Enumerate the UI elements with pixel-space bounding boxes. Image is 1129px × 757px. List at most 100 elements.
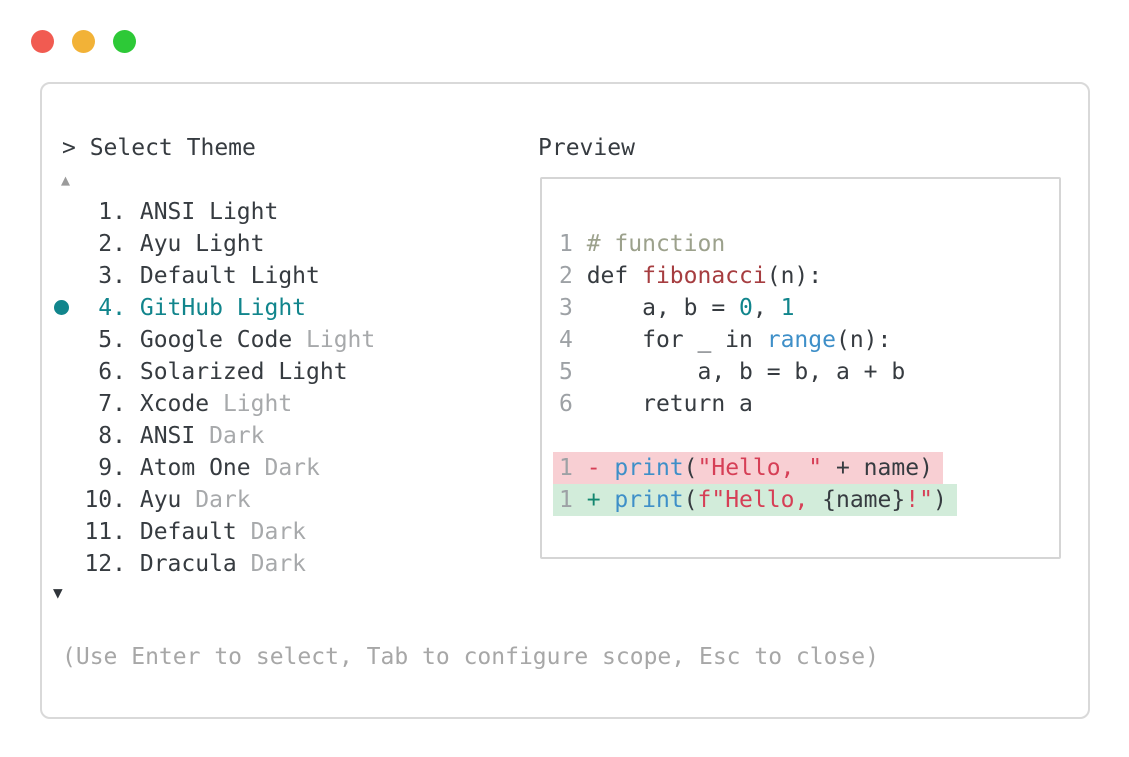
code-token: # function [586, 231, 726, 257]
line-number: 1 [559, 455, 587, 481]
code-token: !" [905, 487, 933, 513]
theme-option-5[interactable]: 5. Google Code Light [62, 324, 375, 356]
theme-option-11[interactable]: 11. Default Dark [62, 516, 375, 548]
code-token: fibonacci [642, 263, 767, 289]
theme-number: 10. [84, 487, 126, 513]
code-token: {name} [822, 487, 906, 513]
code-token: + name) [822, 455, 933, 481]
theme-name: ANSI [126, 423, 210, 449]
preview-title: Preview [538, 135, 635, 161]
theme-number: 5. [98, 327, 126, 353]
code-token: for _ in [586, 327, 767, 353]
theme-name: Dracula [126, 551, 251, 577]
theme-number: 12. [84, 551, 126, 577]
diff-highlight-added: 1 + print(f"Hello, {name}!") [553, 484, 957, 516]
scroll-up-indicator-icon[interactable]: ▲ [61, 171, 71, 189]
close-button[interactable] [31, 30, 54, 53]
theme-option-3[interactable]: 3. Default Light [62, 260, 375, 292]
diff-highlight-removed: 1 - print("Hello, " + name) [553, 452, 943, 484]
theme-variant: Light [222, 391, 293, 417]
code-token: a, b = b, a + b [586, 359, 906, 385]
theme-variant: Dark [195, 487, 251, 513]
theme-name: Solarized [126, 359, 279, 385]
line-number: 4 [559, 327, 587, 353]
code-token: ( [683, 487, 698, 513]
code-token: + [586, 487, 615, 513]
code-token: 1 [780, 295, 795, 321]
code-token: a, b = [586, 295, 740, 321]
theme-variant: Dark [250, 551, 307, 577]
theme-option-1[interactable]: 1. ANSI Light [62, 196, 375, 228]
theme-option-4[interactable]: 4. GitHub Light [54, 292, 375, 324]
theme-name: Default [126, 519, 251, 545]
theme-name: GitHub [126, 295, 237, 321]
theme-variant: Light [306, 327, 376, 353]
theme-variant: Light [236, 295, 307, 321]
line-number: 1 [559, 231, 587, 257]
theme-variant: Light [278, 359, 348, 385]
theme-option-12[interactable]: 12. Dracula Dark [62, 548, 375, 580]
code-token: 0 [739, 295, 753, 321]
theme-name: Default [126, 263, 251, 289]
theme-number: 2. [98, 231, 126, 257]
diff-preview: 1 - print("Hello, " + name)1 + print(f"H… [553, 452, 957, 516]
theme-option-8[interactable]: 8. ANSI Dark [62, 420, 375, 452]
theme-option-9[interactable]: 9. Atom One Dark [62, 452, 375, 484]
code-line: 2 def fibonacci(n): [559, 260, 957, 292]
theme-option-2[interactable]: 2. Ayu Light [62, 228, 375, 260]
minimize-button[interactable] [72, 30, 95, 53]
code-token: def [586, 263, 643, 289]
code-line: 5 a, b = b, a + b [559, 356, 957, 388]
theme-name: Atom One [126, 455, 265, 481]
code-line: 4 for _ in range(n): [559, 324, 957, 356]
code-line: 1 # function [559, 228, 957, 260]
theme-variant: Dark [250, 519, 307, 545]
theme-name: Ayu [126, 231, 196, 257]
theme-variant: Dark [264, 455, 320, 481]
theme-number: 7. [98, 391, 126, 417]
scroll-down-indicator-icon[interactable]: ▼ [53, 583, 63, 602]
code-token: "Hello, " [697, 455, 823, 481]
code-token: , [752, 295, 781, 321]
zoom-button[interactable] [113, 30, 136, 53]
theme-number: 9. [98, 455, 126, 481]
line-number: 3 [559, 295, 587, 321]
code-token: ) [932, 487, 947, 513]
code-line: 6 return a [559, 388, 957, 420]
theme-option-10[interactable]: 10. Ayu Dark [62, 484, 375, 516]
theme-name: Ayu [126, 487, 196, 513]
diff-line-added: 1 + print(f"Hello, {name}!") [553, 484, 957, 516]
theme-option-7[interactable]: 7. Xcode Light [62, 388, 375, 420]
theme-name: ANSI [126, 199, 210, 225]
theme-number: 4. [98, 295, 126, 321]
diff-line-removed: 1 - print("Hello, " + name) [553, 452, 957, 484]
code-token: (n): [835, 327, 892, 353]
theme-variant: Light [195, 231, 265, 257]
keyboard-hint: (Use Enter to select, Tab to configure s… [62, 644, 879, 670]
theme-name: Google Code [126, 327, 307, 353]
line-number: 2 [559, 263, 587, 289]
selected-bullet-icon [54, 300, 69, 315]
line-number: 5 [559, 359, 587, 385]
code-token: f"Hello, [697, 487, 823, 513]
theme-number: 11. [84, 519, 126, 545]
theme-number: 6. [98, 359, 126, 385]
theme-variant: Light [209, 199, 279, 225]
line-number: 1 [559, 487, 587, 513]
theme-name: Xcode [126, 391, 223, 417]
theme-number: 3. [98, 263, 126, 289]
theme-option-6[interactable]: 6. Solarized Light [62, 356, 375, 388]
code-line: 3 a, b = 0, 1 [559, 292, 957, 324]
code-token: range [766, 327, 836, 353]
code-token: ( [683, 455, 698, 481]
code-token: - [586, 455, 615, 481]
code-token: (n): [766, 263, 823, 289]
code-token: print [614, 487, 684, 513]
theme-variant: Dark [209, 423, 265, 449]
select-theme-prompt: > Select Theme [62, 135, 256, 161]
theme-number: 1. [98, 199, 126, 225]
line-number: 6 [559, 391, 587, 417]
